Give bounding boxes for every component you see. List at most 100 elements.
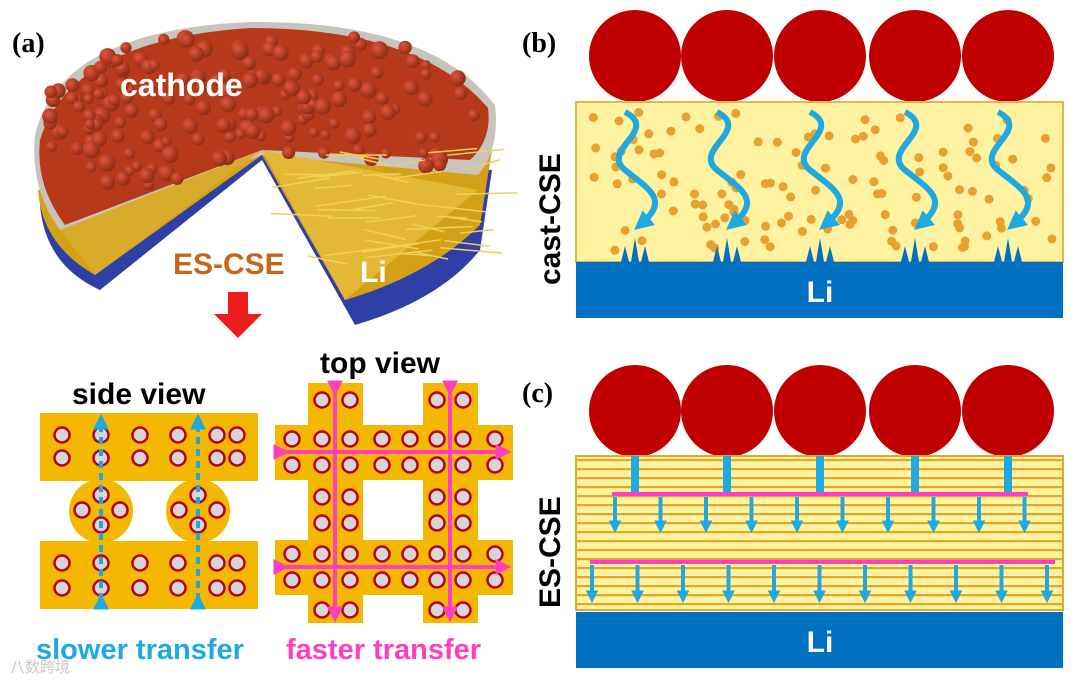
cathode-sphere — [681, 10, 773, 102]
filler-dot — [880, 210, 890, 220]
top-view-schematic — [273, 380, 513, 623]
cathode-label: cathode — [120, 67, 243, 103]
top-view-fiber-particle — [341, 514, 359, 532]
cathode-particle — [115, 77, 129, 92]
filler-dot — [860, 115, 870, 125]
cathode-particle — [91, 131, 107, 147]
fiber-strand — [365, 215, 417, 223]
cathode-particle — [429, 132, 440, 143]
filler-dot — [612, 179, 622, 189]
top-view-fiber-particle — [341, 430, 359, 448]
cathode-particle — [280, 119, 297, 136]
fiber-strand — [324, 248, 373, 257]
cast-cse-li-label: Li — [807, 276, 834, 309]
top-view-fiber-particle — [341, 391, 359, 409]
top-view-fiber-particle — [454, 430, 472, 448]
cathode-particle — [398, 40, 412, 55]
filler-dot — [702, 222, 712, 232]
filler-dot — [806, 214, 816, 224]
cathode-particle — [403, 79, 419, 96]
top-view-fiber-particle — [313, 514, 331, 532]
top-view-fiber-particle — [428, 601, 446, 619]
cathode-particle — [328, 118, 340, 129]
top-view-fiber-particle — [313, 545, 331, 563]
cathode-particle — [56, 125, 69, 138]
cathode-particle — [287, 66, 303, 82]
filler-dot — [666, 126, 676, 136]
lithium-dendrite — [921, 246, 929, 262]
cathode-particle — [97, 153, 116, 172]
tortuous-ion-path — [988, 109, 1031, 230]
fiber-strand — [446, 216, 482, 223]
cathode-particle — [418, 147, 429, 158]
filler-dot — [821, 163, 830, 173]
cathode-particle — [124, 165, 135, 176]
filler-dot — [669, 177, 679, 187]
cathode-particle — [257, 106, 275, 124]
cathode-particle — [188, 46, 204, 62]
lithium-dendrite — [723, 238, 731, 262]
li-label: Li — [360, 256, 387, 289]
cathode-particle — [153, 117, 168, 132]
fiber-strand — [447, 148, 505, 156]
side-view-fiber-particle — [111, 501, 129, 519]
top-view-fiber-particle — [428, 391, 446, 409]
cathode-particle — [311, 73, 324, 86]
filler-dot — [786, 192, 796, 202]
cathode-particle — [46, 141, 57, 152]
cathode-particle — [157, 164, 175, 182]
filler-dot — [690, 199, 700, 209]
cathode-particle — [110, 54, 124, 67]
top-view-fiber-particle — [283, 430, 301, 448]
filler-dot — [698, 200, 708, 210]
filler-dot — [729, 208, 739, 217]
fiber-strand — [272, 177, 331, 189]
cathode-particle — [310, 50, 323, 63]
top-view-fiber-particle — [313, 456, 331, 474]
filler-dot — [797, 226, 807, 236]
cathode-particle — [120, 90, 134, 104]
lithium-dendrite — [806, 246, 814, 262]
cathode-particle — [93, 88, 104, 100]
cathode-sphere — [774, 10, 866, 102]
filler-dot — [982, 231, 992, 241]
filler-dot — [634, 108, 644, 117]
filler-dot — [589, 172, 599, 182]
top-view-fiber-particle — [486, 545, 504, 563]
filler-dot — [614, 116, 624, 126]
cast-cse-tortuous-arrows — [615, 109, 1031, 230]
side-view-fiber-particle — [169, 449, 187, 467]
filler-dot — [717, 189, 727, 199]
fiber-strand — [374, 173, 409, 183]
lithium-dendrite — [994, 246, 1002, 262]
filler-dot — [1042, 173, 1052, 183]
fiber-strand — [398, 252, 433, 257]
es-cse-li-anode — [576, 612, 1063, 668]
top-view-title: top view — [320, 347, 441, 380]
fiber-strand — [316, 195, 386, 207]
top-view-fiber-particle — [428, 571, 446, 589]
fiber-strand — [364, 229, 407, 241]
filler-dot — [811, 185, 821, 195]
cathode-particle — [325, 55, 341, 71]
cathode-sphere — [774, 365, 866, 457]
cathode-stem — [723, 456, 731, 492]
cathode-particle — [181, 117, 198, 134]
cathode-particle — [224, 131, 236, 143]
filler-dot — [943, 171, 953, 181]
cathode-particle — [320, 129, 331, 140]
fiber-strand — [361, 242, 419, 253]
top-view-fiber-particle — [313, 488, 331, 506]
cathode-particle — [338, 50, 356, 68]
side-view-fiber-particle — [208, 579, 226, 597]
panel-a: (a) cathode ES-CSE Li side view — [12, 21, 518, 666]
cathode-sphere — [869, 10, 961, 102]
filler-dot — [848, 216, 858, 225]
cutaway-fiber-face — [60, 150, 262, 275]
cathode-particle — [42, 108, 58, 124]
top-view-fiber-particle — [313, 391, 331, 409]
top-view-particles — [283, 391, 504, 619]
cathode-particle — [210, 73, 224, 87]
lithium-dendrite — [1004, 238, 1012, 262]
cathode-particle — [195, 82, 207, 94]
